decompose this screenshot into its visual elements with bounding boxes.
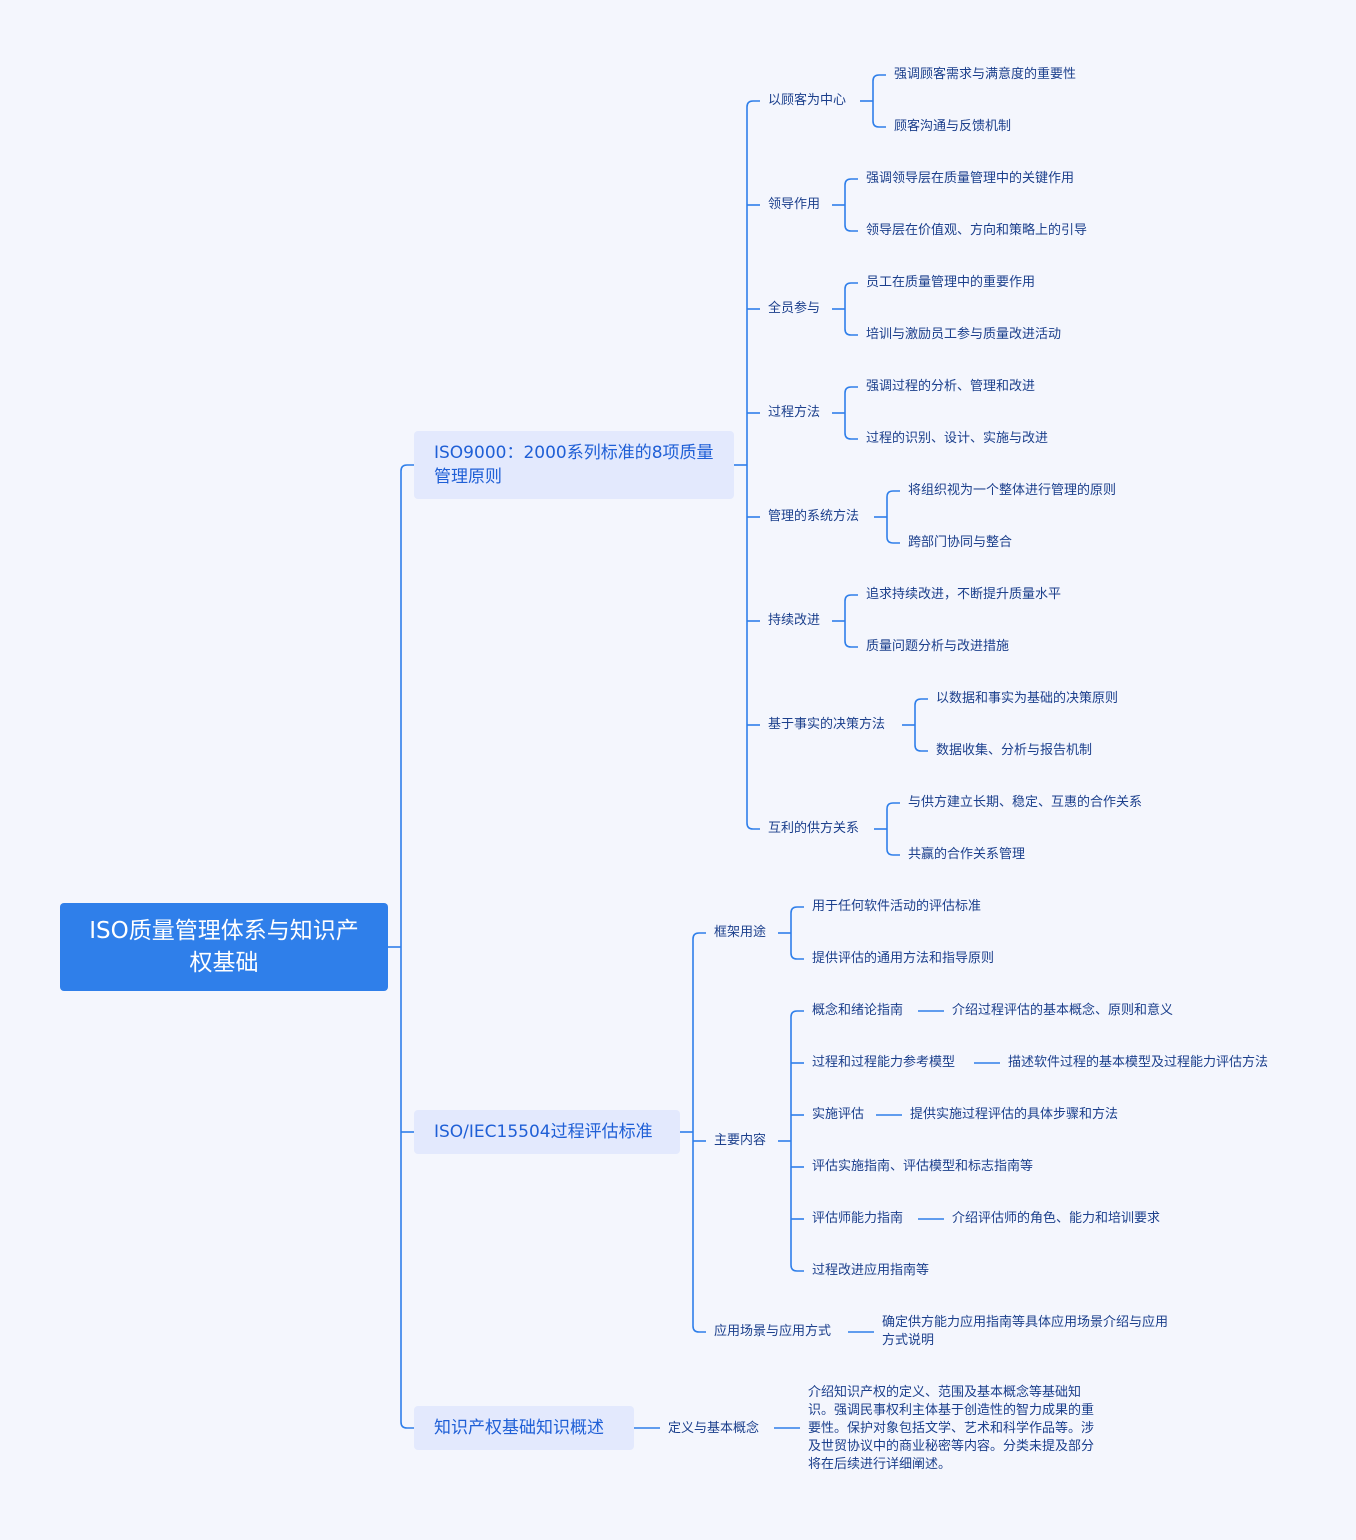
content-detail[interactable]: 介绍过程评估的基本概念、原则和意义 <box>952 1003 1174 1018</box>
principle-leadership[interactable]: 领导作用 <box>768 197 821 212</box>
connector-line <box>790 952 804 960</box>
connector-line <box>844 640 858 648</box>
topic-framework-purpose[interactable]: 框架用途 <box>714 925 767 940</box>
connector-line <box>844 432 858 440</box>
content-item[interactable]: 实施评估 <box>812 1107 865 1122</box>
content-detail[interactable]: 描述软件过程的基本模型及过程能力评估方法 <box>1008 1055 1269 1070</box>
connector-line <box>914 698 928 706</box>
connector-line <box>844 282 858 290</box>
connector-line <box>746 822 760 830</box>
connector-line <box>886 490 900 498</box>
branch-iso9000-label: ISO9000：2000系列标准的8项质量管理原则 <box>434 443 714 487</box>
branch-iso15504-label: ISO/IEC15504过程评估标准 <box>434 1122 653 1142</box>
leaf-item[interactable]: 顾客沟通与反馈机制 <box>894 119 1012 134</box>
leaf-item[interactable]: 培训与激励员工参与质量改进活动 <box>866 327 1062 342</box>
leaf-item[interactable]: 共赢的合作关系管理 <box>908 847 1026 862</box>
leaf-item[interactable]: 将组织视为一个整体进行管理的原则 <box>908 483 1117 498</box>
leaf-item[interactable]: 过程的识别、设计、实施与改进 <box>866 431 1049 446</box>
principle-process-approach[interactable]: 过程方法 <box>768 405 821 420</box>
leaf-item[interactable]: 以数据和事实为基础的决策原则 <box>936 691 1119 706</box>
principle-supplier-relationship[interactable]: 互利的供方关系 <box>768 821 860 836</box>
principle-system-approach[interactable]: 管理的系统方法 <box>768 509 860 524</box>
leaf-item[interactable]: 数据收集、分析与报告机制 <box>936 743 1093 758</box>
leaf-item[interactable]: 强调领导层在质量管理中的关键作用 <box>866 171 1075 186</box>
definition-detail[interactable]: 介绍知识产权的定义、范围及基本概念等基础知识。强调民事权利主体基于创造性的智力成… <box>808 1385 1095 1472</box>
connector-line <box>692 1325 706 1333</box>
content-detail[interactable]: 介绍评估师的角色、能力和培训要求 <box>952 1211 1161 1226</box>
leaf-item[interactable]: 员工在质量管理中的重要作用 <box>866 275 1036 290</box>
leaf-item[interactable]: 跨部门协同与整合 <box>908 535 1013 550</box>
connector-line <box>844 224 858 232</box>
connector-line <box>886 848 900 856</box>
application-detail[interactable]: 确定供方能力应用指南等具体应用场景介绍与应用方式说明 <box>882 1315 1169 1348</box>
connector-line <box>790 906 804 914</box>
connector-line <box>400 1421 414 1429</box>
connector-line <box>790 1264 804 1272</box>
branch-iso15504[interactable]: ISO/IEC15504过程评估标准 <box>414 1110 680 1154</box>
branch-ip-basics[interactable]: 知识产权基础知识概述 <box>414 1406 634 1450</box>
leaf-item[interactable]: 用于任何软件活动的评估标准 <box>812 899 982 914</box>
content-item[interactable]: 评估师能力指南 <box>812 1211 904 1226</box>
content-item[interactable]: 评估实施指南、评估模型和标志指南等 <box>812 1159 1034 1174</box>
content-item[interactable]: 概念和绪论指南 <box>812 1003 904 1018</box>
connector-line <box>400 464 414 472</box>
connector-line <box>844 178 858 186</box>
content-item[interactable]: 过程改进应用指南等 <box>812 1263 930 1278</box>
connector-line <box>692 932 706 940</box>
connector-line <box>886 536 900 544</box>
principle-continual-improvement[interactable]: 持续改进 <box>768 613 821 628</box>
leaf-item[interactable]: 提供评估的通用方法和指导原则 <box>812 951 995 966</box>
connector-line <box>844 594 858 602</box>
topic-application[interactable]: 应用场景与应用方式 <box>714 1324 832 1339</box>
connector-line <box>746 100 760 108</box>
connector-line <box>872 120 886 128</box>
branch-ip-basics-label: 知识产权基础知识概述 <box>434 1418 604 1438</box>
content-item[interactable]: 过程和过程能力参考模型 <box>812 1055 956 1070</box>
topic-definition[interactable]: 定义与基本概念 <box>668 1421 760 1436</box>
root-topic-label: ISO质量管理体系与知识产权基础 <box>89 918 359 976</box>
principle-involvement[interactable]: 全员参与 <box>768 301 821 316</box>
leaf-item[interactable]: 追求持续改进，不断提升质量水平 <box>866 587 1062 602</box>
leaf-item[interactable]: 与供方建立长期、稳定、互惠的合作关系 <box>908 795 1143 810</box>
leaf-item[interactable]: 强调顾客需求与满意度的重要性 <box>894 67 1077 82</box>
connector-line <box>886 802 900 810</box>
leaf-item[interactable]: 领导层在价值观、方向和策略上的引导 <box>866 223 1088 238</box>
connector-line <box>914 744 928 752</box>
principle-factual-decision[interactable]: 基于事实的决策方法 <box>768 717 886 732</box>
connector-line <box>872 74 886 82</box>
branch-iso9000[interactable]: ISO9000：2000系列标准的8项质量管理原则 <box>414 431 734 499</box>
principle-customer-focus[interactable]: 以顾客为中心 <box>768 93 847 108</box>
connector-line <box>790 1010 804 1018</box>
root-topic[interactable]: ISO质量管理体系与知识产权基础 <box>60 903 388 991</box>
connector-line <box>844 386 858 394</box>
leaf-item[interactable]: 质量问题分析与改进措施 <box>866 639 1010 654</box>
content-detail[interactable]: 提供实施过程评估的具体步骤和方法 <box>910 1107 1119 1122</box>
topic-main-content[interactable]: 主要内容 <box>714 1133 767 1148</box>
leaf-item[interactable]: 强调过程的分析、管理和改进 <box>866 379 1036 394</box>
connector-line <box>844 328 858 336</box>
